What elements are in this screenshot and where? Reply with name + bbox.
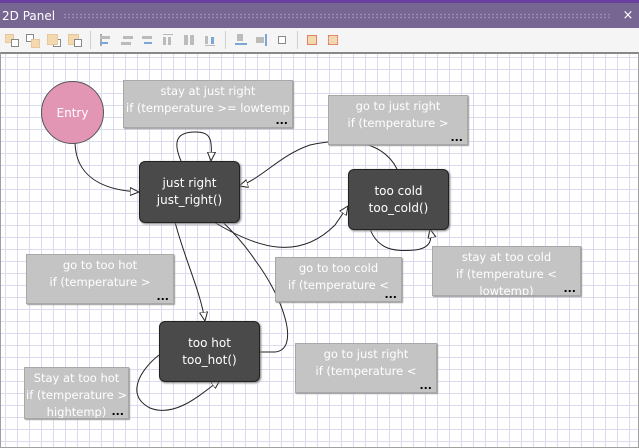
align-left-icon[interactable] xyxy=(96,31,115,49)
drag-grip[interactable] xyxy=(63,12,611,19)
bring-to-front-icon[interactable] xyxy=(45,31,64,49)
more-button[interactable]: ... xyxy=(111,405,124,418)
align-center-icon[interactable] xyxy=(117,31,136,49)
center-icon[interactable] xyxy=(273,31,292,49)
edge-entry-to-just-right xyxy=(74,140,139,192)
more-button[interactable]: ... xyxy=(450,131,463,144)
state-name: just right xyxy=(162,176,217,190)
more-button[interactable]: ... xyxy=(384,288,397,301)
note-condition-cont: hightemp) xyxy=(46,405,107,419)
note-title: stay at just right xyxy=(160,84,256,98)
note-title: go to too hot xyxy=(62,258,138,272)
edge-just-right-to-too-cold xyxy=(213,206,348,248)
edge-too-cold-self xyxy=(369,229,431,252)
edge-too-cold-to-just-right xyxy=(239,140,398,186)
more-button[interactable]: ... xyxy=(563,282,576,295)
toolbar-separator xyxy=(90,31,91,49)
group-icon[interactable] xyxy=(303,31,322,49)
transition-note[interactable]: Stay at too hot if (temperature > hightemp… xyxy=(24,367,129,419)
transition-note[interactable]: stay at too cold if (temperature < lowtem… xyxy=(432,246,581,296)
transition-note[interactable]: go to too hot if (temperature >... xyxy=(26,254,174,304)
note-condition: if (temperature < lowtemp) xyxy=(456,267,557,296)
state-just-right[interactable]: just right just_right() xyxy=(139,161,240,223)
toolbar xyxy=(0,28,639,52)
note-title: go to just right xyxy=(323,347,409,361)
note-title: stay at too cold xyxy=(461,250,552,264)
same-width-icon[interactable] xyxy=(231,31,250,49)
state-action: just_right() xyxy=(156,193,223,207)
state-action: too_cold() xyxy=(368,200,429,215)
note-title: go to just right xyxy=(355,99,441,113)
edge-just-right-to-too-hot xyxy=(174,221,205,321)
more-button[interactable]: ... xyxy=(275,114,288,127)
transition-note[interactable]: stay at just right if (temperature >= low… xyxy=(123,80,293,128)
toolbar-separator xyxy=(225,31,226,49)
bring-forward-icon[interactable] xyxy=(3,31,22,49)
toolbar-separator xyxy=(297,31,298,49)
note-condition: if (temperature < xyxy=(315,364,417,378)
state-too-hot[interactable]: too hot too_hot() xyxy=(159,321,260,382)
align-right-icon[interactable] xyxy=(138,31,157,49)
send-to-back-icon[interactable] xyxy=(66,31,85,49)
edge-just-right-self xyxy=(176,131,212,161)
window-accent-strip xyxy=(0,0,639,3)
panel-title: 2D Panel xyxy=(2,8,56,23)
close-icon[interactable]: × xyxy=(622,8,634,23)
state-name: too cold xyxy=(374,183,423,198)
ungroup-icon[interactable] xyxy=(324,31,343,49)
note-condition: if (temperature > xyxy=(347,116,449,130)
note-condition: if (temperature >= lowtemp xyxy=(126,101,290,115)
more-button[interactable]: ... xyxy=(156,290,169,303)
state-action: too_hot() xyxy=(182,352,237,367)
state-name: too hot xyxy=(188,335,231,350)
transition-note[interactable]: go to just right if (temperature <... xyxy=(295,343,437,393)
entry-label: Entry xyxy=(56,105,89,120)
edge-too-hot-self xyxy=(136,354,220,411)
transition-note[interactable]: go to too cold if (temperature <... xyxy=(275,257,402,302)
diagram-canvas[interactable]: Entry just right just_right() too cold t… xyxy=(0,52,639,448)
same-height-icon[interactable] xyxy=(252,31,271,49)
entry-node[interactable]: Entry xyxy=(41,81,104,144)
note-condition: if (temperature > xyxy=(49,275,151,289)
note-title: go to too cold xyxy=(298,261,379,275)
transition-note[interactable]: go to just right if (temperature >... xyxy=(328,95,468,145)
note-title: Stay at too hot xyxy=(33,371,120,385)
align-bottom-icon[interactable] xyxy=(201,31,220,49)
note-condition: if (temperature > xyxy=(26,388,127,402)
align-top-icon[interactable] xyxy=(159,31,178,49)
more-button[interactable]: ... xyxy=(419,379,432,392)
state-too-cold[interactable]: too cold too_cold() xyxy=(348,169,449,230)
panel-titlebar[interactable]: 2D Panel × xyxy=(0,3,639,28)
note-condition: if (temperature < xyxy=(288,278,389,292)
align-middle-icon[interactable] xyxy=(180,31,199,49)
send-backward-icon[interactable] xyxy=(24,31,43,49)
transition-edges xyxy=(74,131,639,411)
